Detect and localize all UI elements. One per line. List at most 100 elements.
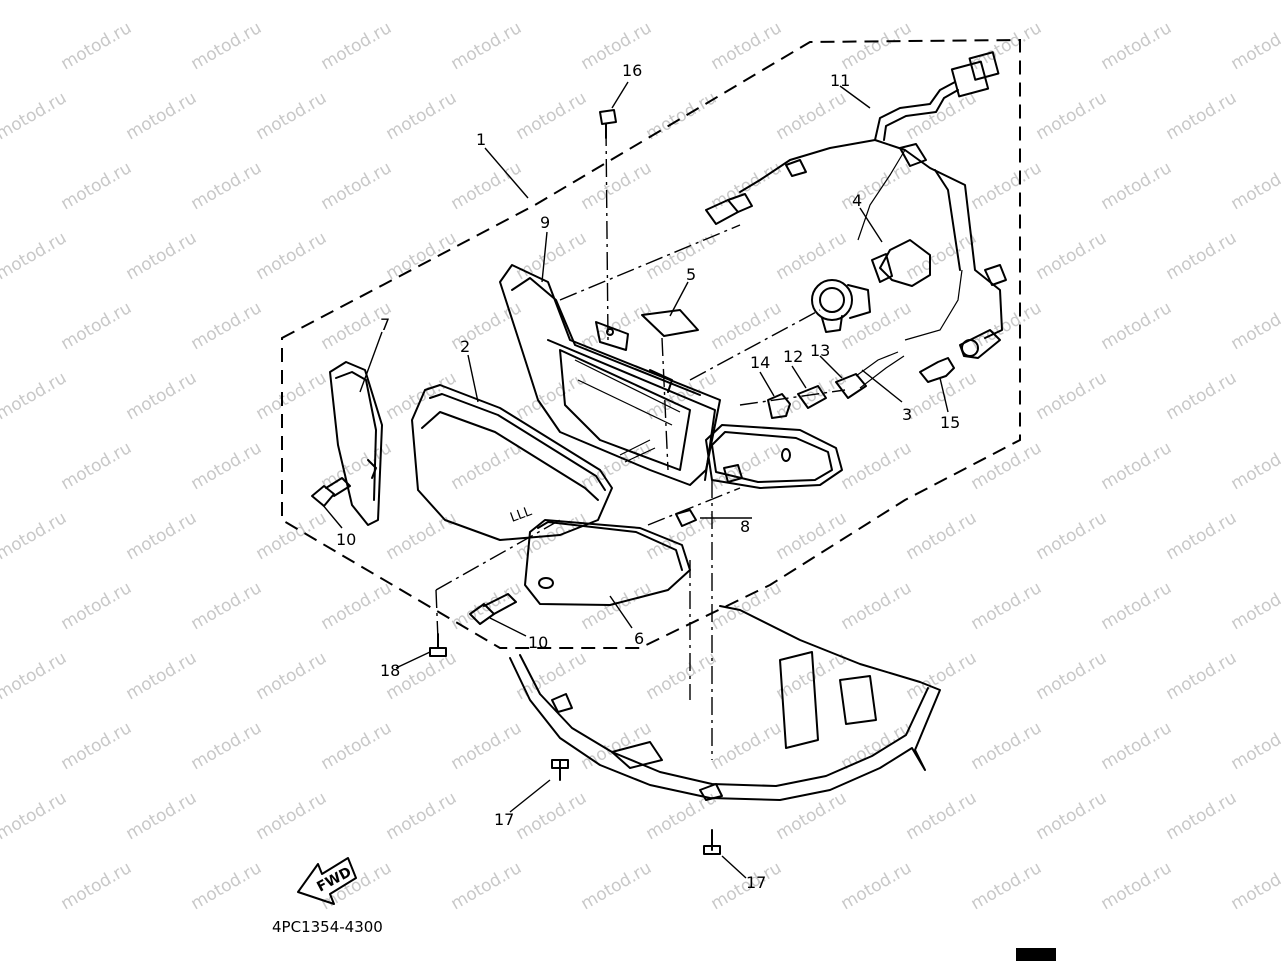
- watermark-text: motod.ru: [1228, 298, 1281, 354]
- watermark-text: motod.ru: [318, 18, 396, 74]
- watermark-text: motod.ru: [383, 508, 461, 564]
- watermark-text: motod.ru: [1098, 158, 1176, 214]
- lens-mark-text: LLL: [508, 504, 534, 526]
- watermark-text: motod.ru: [123, 508, 201, 564]
- watermark-text: motod.ru: [1163, 368, 1241, 424]
- callout-16: 16: [622, 61, 642, 80]
- watermark-text: motod.ru: [903, 508, 981, 564]
- callout-4: 4: [852, 191, 862, 210]
- watermark-text: motod.ru: [318, 578, 396, 634]
- watermark-text: motod.ru: [903, 648, 981, 704]
- watermark-text: motod.ru: [513, 368, 591, 424]
- callout-17b: 17: [746, 873, 766, 892]
- watermark-text: motod.ru: [578, 858, 656, 914]
- watermark-text: motod.ru: [0, 508, 70, 564]
- part-number: 4PC1354-4300: [272, 918, 383, 936]
- watermark-text: motod.ru: [0, 648, 70, 704]
- position-bulb: [797, 385, 827, 409]
- callout-17a: 17: [494, 810, 514, 829]
- callout-11: 11: [830, 71, 850, 90]
- watermark-text: motod.ru: [903, 88, 981, 144]
- callout-7: 7: [380, 315, 390, 334]
- watermark-text: motod.ru: [1163, 88, 1241, 144]
- corner-mark: [1016, 948, 1056, 961]
- signal-lens-cover: [524, 519, 691, 606]
- watermark-text: motod.ru: [1228, 858, 1281, 914]
- watermark-text: motod.ru: [1033, 508, 1111, 564]
- callout-9: 9: [540, 213, 550, 232]
- watermark-text: motod.ru: [448, 718, 526, 774]
- watermark-text: motod.ru: [58, 578, 136, 634]
- watermark-text: motod.ru: [643, 88, 721, 144]
- watermark-text: motod.ru: [1033, 0, 1111, 4]
- watermark-text: motod.ru: [773, 0, 851, 4]
- watermark-text: motod.ru: [513, 788, 591, 844]
- grommet: [767, 393, 791, 419]
- watermark-text: motod.ru: [448, 158, 526, 214]
- watermark-text: motod.ru: [253, 648, 331, 704]
- watermark-text: motod.ru: [318, 718, 396, 774]
- watermark-text: motod.ru: [513, 648, 591, 704]
- watermark-text: motod.ru: [968, 858, 1046, 914]
- watermark-text: motod.ru: [448, 858, 526, 914]
- watermark-text: motod.ru: [773, 788, 851, 844]
- watermark-text: motod.ru: [643, 508, 721, 564]
- watermark-text: motod.ru: [1033, 648, 1111, 704]
- watermark-layer: motod.ru motod.ru motod.ru motod.ru motod.ru…: [0, 0, 1281, 914]
- watermark-text: motod.ru: [123, 228, 201, 284]
- callout-1: 1: [476, 130, 486, 149]
- watermark-text: motod.ru: [0, 228, 70, 284]
- watermark-text: motod.ru: [0, 368, 70, 424]
- watermark-text: motod.ru: [58, 718, 136, 774]
- lower-cover: [509, 605, 941, 801]
- watermark-text: motod.ru: [1098, 438, 1176, 494]
- watermark-text: motod.ru: [383, 228, 461, 284]
- watermark-text: motod.ru: [643, 648, 721, 704]
- watermark-text: motod.ru: [58, 858, 136, 914]
- callout-12: 12: [783, 347, 803, 366]
- watermark-text: motod.ru: [1098, 578, 1176, 634]
- signal-lens-right: [705, 424, 843, 489]
- watermark-text: motod.ru: [838, 858, 916, 914]
- screw-17-left: [551, 759, 569, 781]
- nut: [675, 509, 697, 527]
- callout-10b: 10: [528, 633, 548, 652]
- watermark-text: motod.ru: [968, 718, 1046, 774]
- watermark-text: motod.ru: [188, 858, 266, 914]
- watermark-text: motod.ru: [1033, 228, 1111, 284]
- watermark-text: motod.ru: [253, 368, 331, 424]
- plug-connector: [705, 193, 753, 225]
- watermark-text: motod.ru: [643, 788, 721, 844]
- watermark-text: motod.ru: [0, 0, 70, 4]
- watermark-text: motod.ru: [188, 18, 266, 74]
- watermark-text: motod.ru: [188, 578, 266, 634]
- watermark-text: motod.ru: [1098, 18, 1176, 74]
- watermark-text: motod.ru: [643, 228, 721, 284]
- watermark-text: motod.ru: [188, 438, 266, 494]
- bolt-10-left: [311, 477, 351, 507]
- watermark-text: motod.ru: [58, 298, 136, 354]
- watermark-text: motod.ru: [0, 788, 70, 844]
- watermark-text: motod.ru: [578, 18, 656, 74]
- watermark-text: motod.ru: [1033, 368, 1111, 424]
- bulb-socket: [811, 279, 871, 333]
- watermark-text: motod.ru: [253, 0, 331, 4]
- headlight-lens: LLL: [411, 384, 613, 541]
- watermark-text: motod.ru: [773, 88, 851, 144]
- watermark-text: motod.ru: [448, 18, 526, 74]
- watermark-text: motod.ru: [58, 158, 136, 214]
- watermark-text: motod.ru: [253, 88, 331, 144]
- watermark-text: motod.ru: [1228, 438, 1281, 494]
- signal-socket: [959, 329, 1001, 359]
- watermark-text: motod.ru: [708, 18, 786, 74]
- watermark-text: motod.ru: [903, 228, 981, 284]
- watermark-text: motod.ru: [773, 648, 851, 704]
- callout-13: 13: [810, 341, 830, 360]
- watermark-text: motod.ru: [1228, 18, 1281, 74]
- watermark-text: motod.ru: [708, 298, 786, 354]
- watermark-text: motod.ru: [123, 788, 201, 844]
- assembly-boundary: [281, 38, 1021, 649]
- watermark-text: motod.ru: [1098, 858, 1176, 914]
- watermark-text: motod.ru: [1033, 88, 1111, 144]
